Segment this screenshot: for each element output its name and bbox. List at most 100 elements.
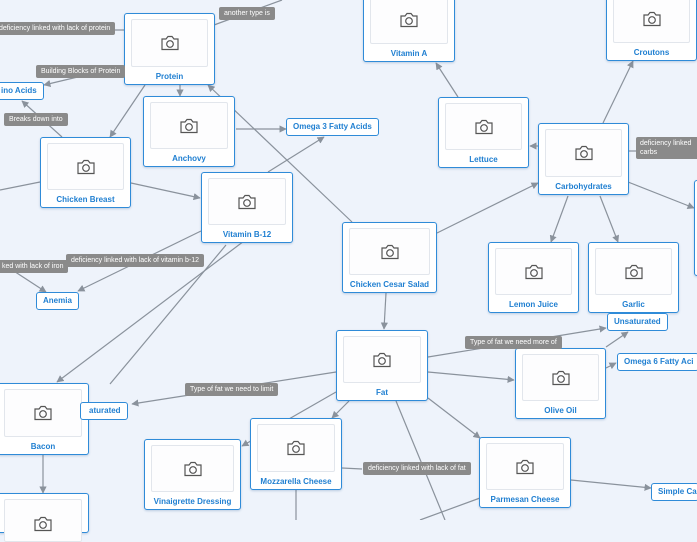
photo-placeholder [4,499,82,542]
camera-icon [400,12,418,28]
node-label: Vitamin A [390,49,428,58]
tag-more-fat: Type of fat we need more of [465,336,562,349]
photo-placeholder [208,178,286,225]
node-label: Vitamin B-12 [222,230,272,239]
photo-placeholder [4,389,82,437]
photo-placeholder [349,228,430,275]
node-label: Fat [376,388,388,397]
link-salad-bacon [56,231,257,383]
link-salad-fat [380,292,388,330]
node-label: Lemon Juice [509,300,558,309]
tag-fat-deficiency: deficiency linked with lack of fat [363,462,471,475]
node-protein[interactable]: Protein [124,13,215,85]
photo-placeholder [486,443,564,490]
node-vitamin-a[interactable]: Vitamin A [363,0,455,62]
link-fat-down [395,400,446,520]
camera-icon [373,352,391,367]
camera-icon [238,194,256,209]
link-chicken-left [0,181,41,191]
node-label: Parmesan Cheese [490,495,560,504]
node-carbohydrates[interactable]: Carbohydrates [538,123,629,195]
photo-placeholder [370,0,448,44]
tag-another-type: another type is [219,7,275,20]
link-salad-carbs [436,182,539,234]
photo-placeholder [445,103,522,150]
node-mozzarella-cheese[interactable]: Mozzarella Cheese [250,418,342,490]
node-omega-6[interactable]: Omega 6 Fatty Aci [617,353,697,371]
node-lettuce[interactable]: Lettuce [438,97,529,168]
photo-placeholder [47,143,124,190]
link-fat-parmesan [427,397,481,439]
camera-icon [516,459,534,474]
tag-building-blocks: Building Blocks of Protein [36,65,126,78]
node-label: Anchovy [172,154,206,163]
link-carbs-right [627,181,695,209]
camera-icon [287,440,305,456]
photo-placeholder [131,19,208,67]
node-croutons[interactable]: Croutons [606,0,697,61]
node-unsaturated[interactable]: Unsaturated [607,313,668,331]
node-omega-3[interactable]: Omega 3 Fatty Acids [286,118,379,136]
camera-icon [34,516,52,532]
link-fat-oliveoil [427,371,515,383]
tag-iron-deficiency: ked with lack of iron [0,260,69,273]
link-fat-mozzarella [331,400,350,419]
node-fat[interactable]: Fat [336,330,428,401]
node-label: Lettuce [469,155,498,164]
camera-icon [180,118,198,133]
node-garlic[interactable]: Garlic [588,242,679,313]
node-label: Bacon [30,442,56,451]
tag-limit-fat: Type of fat we need to limit [185,383,279,396]
node-label: Garlic [622,300,645,309]
link-mozzarella-fatdef [341,467,363,470]
link-protein-chicken [109,84,146,138]
camera-icon [380,244,399,259]
photo-placeholder [522,354,599,401]
camera-icon [76,159,95,174]
node-label: Vinaigrette Dressing [153,497,232,506]
node-olive-oil[interactable]: Olive Oil [515,348,606,419]
photo-placeholder [151,445,234,492]
photo-placeholder [257,424,335,472]
camera-icon [574,145,593,161]
camera-icon [474,119,493,134]
node-lemon-juice[interactable]: Lemon Juice [488,242,579,313]
camera-icon [160,35,179,51]
tag-breaks-down: Breaks down into [4,113,68,126]
node-label: Mozzarella Cheese [260,477,332,486]
link-oliveoil-unsaturated [605,331,629,348]
camera-icon [34,405,52,421]
camera-icon [624,264,643,279]
node-anemia[interactable]: Anemia [36,292,79,310]
camera-icon [642,11,661,27]
node-label: Protein [155,72,184,81]
link-lettuce-vitamina [435,62,459,98]
link-b12-omega3 [267,136,325,173]
photo-placeholder [495,248,572,295]
node-label: Olive Oil [544,406,577,415]
photo-placeholder [595,248,672,295]
node-chicken-cesar-salad[interactable]: Chicken Cesar Salad [342,222,437,293]
link-parmesan-bottom [419,497,481,520]
node-chicken-breast[interactable]: Chicken Breast [40,137,131,208]
node-simple-carbs[interactable]: Simple Ca [651,483,697,501]
node-anchovy[interactable]: Anchovy [143,96,235,167]
camera-icon [183,461,202,476]
node-amino-acids[interactable]: ino Acids [0,82,44,100]
node-vitamin-b12[interactable]: Vitamin B-12 [201,172,293,243]
node-label: Chicken Cesar Salad [349,280,430,289]
node-parmesan-cheese[interactable]: Parmesan Cheese [479,437,571,508]
link-chicken-b12 [130,182,201,201]
photo-placeholder [150,102,228,149]
photo-placeholder [613,0,690,43]
node-offscreen-right[interactable] [694,180,697,276]
tag-b12-deficiency: deficiency linked with lack of vitamin b… [66,254,205,267]
node-label: Croutons [633,48,670,57]
link-carbs-garlic [599,195,619,243]
node-saturated[interactable]: aturated [80,402,128,420]
node-bacon[interactable]: Bacon [0,383,89,455]
node-vinaigrette-dressing[interactable]: Vinaigrette Dressing [144,439,241,510]
link-b12-fat [109,244,227,385]
node-offscreen-bottom[interactable] [0,493,89,542]
camera-icon [524,264,543,279]
